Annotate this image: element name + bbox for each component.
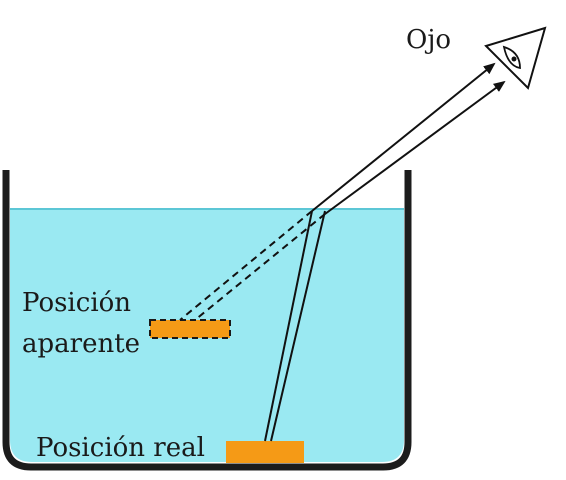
ray-in-water-2 bbox=[270, 210, 326, 442]
eye-label: Ojo bbox=[406, 25, 451, 55]
apparent-position-label-line2: aparente bbox=[22, 329, 140, 359]
real-position-label: Posición real bbox=[36, 433, 205, 463]
ray-in-water-1 bbox=[264, 210, 313, 442]
real-object bbox=[226, 441, 304, 463]
virtual-ray-1 bbox=[179, 210, 313, 321]
eye-icon bbox=[484, 26, 547, 90]
ray-in-air-2 bbox=[324, 80, 506, 215]
apparent-position-label-line1: Posición bbox=[22, 288, 131, 318]
virtual-ray-2 bbox=[194, 213, 326, 321]
ray-in-air-1 bbox=[311, 62, 496, 212]
container bbox=[2, 170, 412, 471]
apparent-object bbox=[149, 319, 231, 339]
